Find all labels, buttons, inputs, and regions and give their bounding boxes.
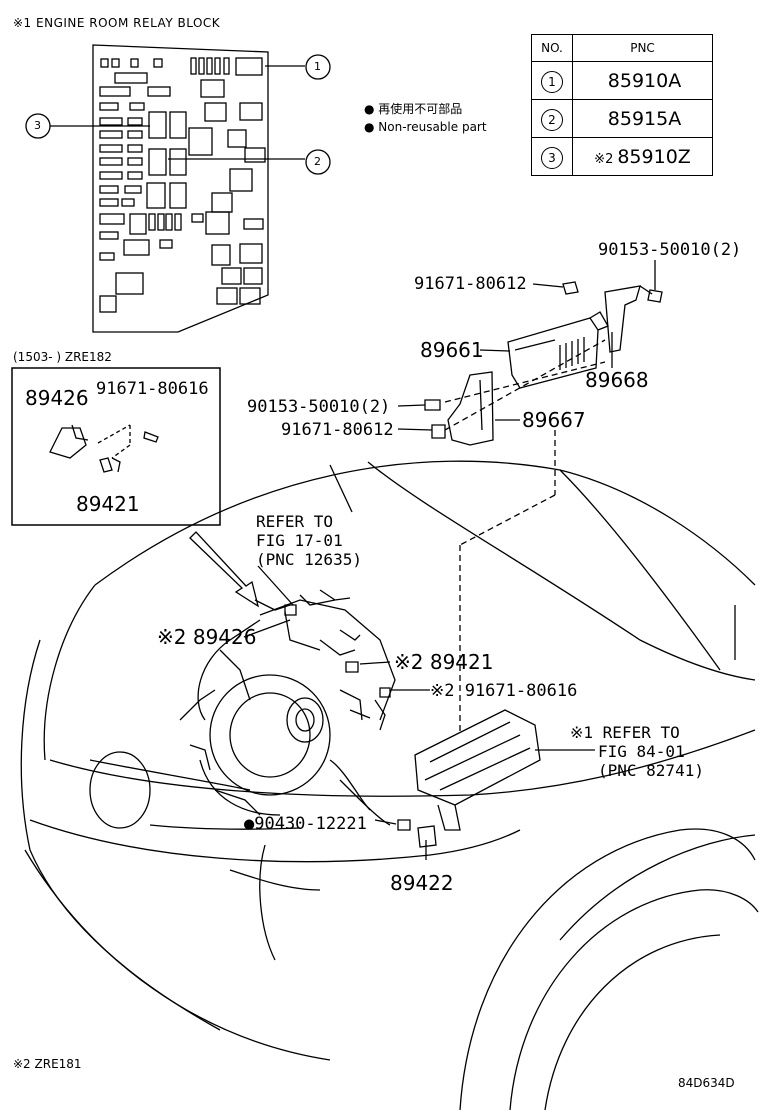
ecm-box-drawing bbox=[414, 709, 595, 831]
pnc-table-row: 1 85910A bbox=[531, 61, 713, 100]
note-mark: ※2 bbox=[594, 151, 614, 167]
pnc-value: 85910A bbox=[607, 69, 682, 92]
ecu-drawing bbox=[397, 260, 663, 735]
relay-block-drawing bbox=[50, 44, 305, 333]
part-90430-12221: ●90430-12221 bbox=[244, 814, 367, 834]
part-91671-80612-top: 91671-80612 bbox=[414, 274, 527, 294]
inset-part-89426: 89426 bbox=[25, 386, 89, 410]
pnc-table-header-pnc: PNC bbox=[572, 34, 713, 62]
pnc-value: 85915A bbox=[607, 107, 682, 130]
part-91671-80612-mid: 91671-80612 bbox=[281, 420, 394, 440]
diagram-code: 84D634D bbox=[678, 1076, 735, 1090]
part-89422: 89422 bbox=[390, 871, 454, 895]
callout-1-label: 1 bbox=[314, 60, 321, 73]
car-body-drawing bbox=[20, 460, 759, 1111]
part-89426-zre181: ※2 89426 bbox=[157, 625, 257, 649]
inset-bracket-drawing bbox=[49, 424, 159, 473]
part-90153-50010-mid: 90153-50010(2) bbox=[247, 397, 391, 417]
footer-note: ※2 ZRE181 bbox=[13, 1057, 82, 1071]
inset-part-91671-80616: 91671-80616 bbox=[96, 379, 209, 399]
legend-english: ● Non-reusable part bbox=[364, 120, 487, 134]
pnc-table-header-no: NO. bbox=[531, 34, 573, 62]
pnc-value: 85910Z bbox=[617, 145, 691, 168]
part-91671-80616-zre181: ※2 91671-80616 bbox=[430, 681, 578, 701]
part-90153-50010-top: 90153-50010(2) bbox=[598, 240, 742, 260]
engine-drawing bbox=[179, 531, 437, 860]
row-number-circle: 2 bbox=[541, 108, 563, 131]
row-number-circle: 1 bbox=[541, 70, 563, 93]
row-number-circle: 3 bbox=[541, 146, 563, 169]
callout-3-label: 3 bbox=[34, 119, 41, 132]
part-89421-zre181: ※2 89421 bbox=[394, 650, 494, 674]
part-89661: 89661 bbox=[420, 338, 484, 362]
pnc-table-row: 2 85915A bbox=[531, 99, 713, 138]
callout-2-label: 2 bbox=[314, 155, 321, 168]
relay-block-title: ※1 ENGINE ROOM RELAY BLOCK bbox=[13, 16, 221, 30]
inset-title: (1503- ) ZRE182 bbox=[13, 350, 112, 364]
inset-part-89421: 89421 bbox=[76, 492, 140, 516]
part-89668: 89668 bbox=[585, 368, 649, 392]
part-89667: 89667 bbox=[522, 408, 586, 432]
legend-japanese: ● 再使用不可部品 bbox=[364, 102, 463, 116]
